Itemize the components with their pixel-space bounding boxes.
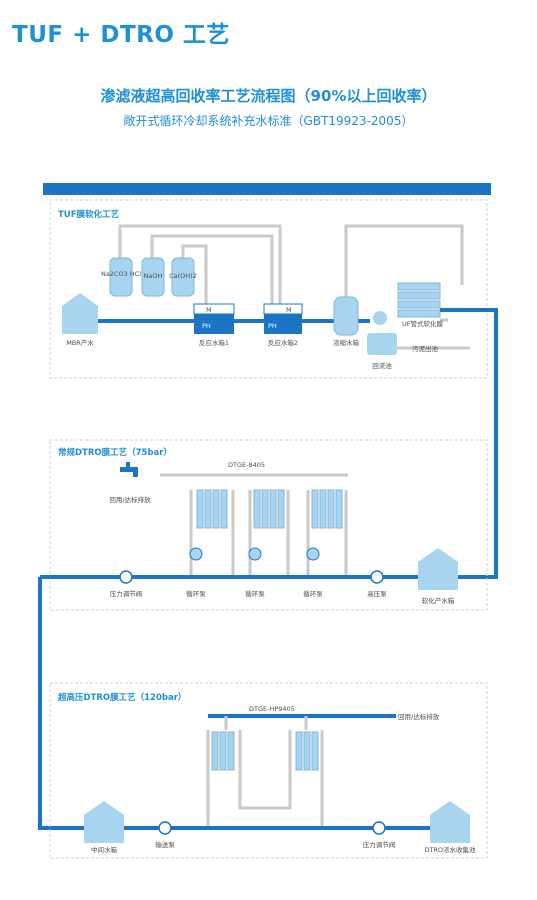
transfer-pump-icon: 输送泵 <box>155 821 175 849</box>
feed-tank: 软化产水箱 <box>418 548 458 605</box>
transfer-pump-label: 输送泵 <box>155 840 175 849</box>
reaction-tank-2: M PH 反应水箱2 <box>263 303 303 347</box>
circ-pump-1-label: 循环泵 <box>186 589 206 598</box>
dtro120-stack-1 <box>211 731 235 771</box>
feed-tank-label: 软化产水箱 <box>422 596 455 605</box>
dtro75-stack-3 <box>311 489 343 529</box>
recycle-pool: 回流池 <box>367 311 397 370</box>
reaction-tank-1-label: 反应水箱1 <box>199 338 229 347</box>
concentrate-tank: DTRO浓水收集池 <box>424 801 476 854</box>
dtro75-stack-2 <box>253 489 285 529</box>
dtro120-valve-label: 压力调节阀 <box>363 840 396 849</box>
intermediate-tank-label: 中间水箱 <box>91 845 118 854</box>
concentrate-tank-label: DTRO浓水收集池 <box>424 845 476 854</box>
hp-pump-label: 高压泵 <box>367 589 387 598</box>
mbr-tank: MBR产水 <box>62 293 98 347</box>
tuf-section-title: TUF膜软化工艺 <box>58 209 120 220</box>
faucet-icon: 回用/达标排放 <box>109 462 151 504</box>
dtro120-stack-2 <box>295 731 319 771</box>
dtro120-section-title: 超高压DTRO膜工艺（120bar） <box>57 692 186 703</box>
chem-tank-3: Ca(OH)2 <box>169 257 197 297</box>
reaction-tank-2-label: 反应水箱2 <box>268 338 298 347</box>
chem-tank-2: NaOH <box>141 257 165 297</box>
uf-membrane: UF管式软化膜 <box>397 282 443 328</box>
faucet-label: 回用/达标排放 <box>109 495 151 504</box>
dosing-pipe-2 <box>150 234 274 310</box>
chem-tank-2-label: NaOH <box>144 272 163 280</box>
sludge-label: 污泥出池 <box>412 344 439 353</box>
page-title: TUF + DTRO 工艺 <box>12 22 230 48</box>
header-bar <box>43 183 491 195</box>
recycle-pool-label: 回流池 <box>372 361 392 370</box>
dtro120-gray-2 <box>238 730 292 810</box>
dtro120-valve-icon: 压力调节阀 <box>363 821 396 849</box>
thickener-tank: 浓缩水箱 <box>333 296 360 347</box>
dtro120-outlet-label: 回用/达标排放 <box>398 712 440 721</box>
dtro75-section-box <box>49 439 488 611</box>
circ-pump-2-icon <box>248 547 262 561</box>
dosing-pipe-1 <box>118 224 282 310</box>
chem-tank-1: Na2CO3 HCl <box>101 257 141 297</box>
thickener-label: 浓缩水箱 <box>333 338 360 347</box>
recycle-loop <box>344 224 464 300</box>
reaction-tank-1: M PH 反应水箱1 <box>193 303 235 347</box>
booster-valve-label: 压力调节阀 <box>110 589 143 598</box>
intermediate-tank: 中间水箱 <box>84 801 124 854</box>
circ-pump-3-label: 循环泵 <box>303 589 323 598</box>
dtro75-to-dtro120-line <box>38 577 80 830</box>
tank2-m-label: M <box>286 306 292 314</box>
diagram-subtitle: 渗滤液超高回收率工艺流程图（90%以上回收率） <box>100 87 437 105</box>
dtro75-model-label: DTGE-8405 <box>228 461 265 469</box>
dtro120-section-box <box>49 682 488 859</box>
circ-pump-1-icon <box>189 547 203 561</box>
dtro120-model-label: DTGE-HP9405 <box>249 705 295 713</box>
tank1-ph-label: PH <box>202 322 211 330</box>
tank2-ph-label: PH <box>268 322 277 330</box>
tuf-to-dtro-line <box>440 308 498 579</box>
chem-tank-1-label: Na2CO3 HCl <box>101 270 141 278</box>
dosing-pipe-3 <box>181 244 208 310</box>
uf-membrane-label: UF管式软化膜 <box>402 319 443 328</box>
dtro75-stack-1 <box>196 489 228 529</box>
tank1-m-label: M <box>206 306 212 314</box>
hp-pump-icon: 高压泵 <box>367 570 387 598</box>
booster-valve-icon: 压力调节阀 <box>110 570 143 598</box>
standard-caption: 敞开式循环冷却系统补充水标准（GBT19923-2005） <box>123 114 414 128</box>
mbr-tank-label: MBR产水 <box>66 338 94 347</box>
dtro75-section-title: 常规DTRO膜工艺（75bar） <box>58 447 172 458</box>
circ-pump-3-icon <box>306 547 320 561</box>
chem-tank-3-label: Ca(OH)2 <box>169 272 197 280</box>
tuf-section-box <box>49 199 488 379</box>
circ-pump-2-label: 循环泵 <box>245 589 265 598</box>
